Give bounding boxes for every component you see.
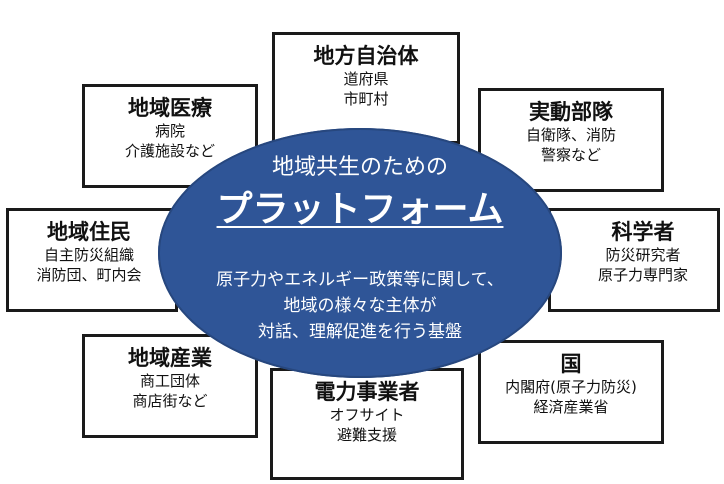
box-line: 消防団、町内会	[36, 266, 142, 284]
platform-ellipse	[158, 128, 562, 378]
stakeholder-box-responders: 実動部隊 自衛隊、消防 警察など	[478, 88, 664, 192]
box-title: 地域住民	[47, 220, 131, 244]
box-title: 国	[560, 352, 582, 376]
box-title: 科学者	[611, 220, 675, 244]
box-line: 経済産業省	[533, 398, 609, 416]
box-line: 病院	[154, 122, 185, 140]
box-line: オフサイト	[329, 406, 405, 424]
stakeholder-box-local-government: 地方自治体 道府県 市町村	[272, 32, 460, 144]
box-line: 自衛隊、消防	[525, 126, 616, 144]
box-line: 防災研究者	[605, 246, 681, 264]
box-title: 電力事業者	[314, 380, 420, 404]
stakeholder-box-regional-industry: 地域産業 商工団体 商店街など	[82, 334, 258, 438]
box-line: 市町村	[343, 90, 389, 108]
platform-description-line: 原子力やエネルギー政策等に関して、	[216, 270, 504, 290]
box-line: 原子力専門家	[597, 266, 688, 284]
box-line: 自主防災組織	[43, 246, 134, 264]
box-line: 道府県	[343, 70, 389, 88]
stakeholder-box-national-government: 国 内閣府(原子力防災) 経済産業省	[478, 340, 664, 444]
box-line: 商店街など	[132, 392, 208, 410]
platform-title: プラットフォーム	[216, 189, 504, 230]
box-line: 避難支援	[336, 426, 397, 444]
box-title: 地域産業	[128, 346, 212, 370]
box-title: 地方自治体	[313, 44, 419, 68]
box-title: 実動部隊	[529, 100, 613, 124]
platform-description-line: 地域の様々な主体が	[283, 296, 437, 316]
box-line: 介護施設など	[124, 142, 215, 160]
box-line: 内閣府(原子力防災)	[505, 378, 637, 396]
stakeholder-box-power-utility: 電力事業者 オフサイト 避難支援	[270, 368, 464, 480]
box-line: 警察など	[540, 146, 601, 164]
stakeholder-box-scientists: 科学者 防災研究者 原子力専門家	[548, 208, 720, 312]
platform-description-line: 対話、理解促進を行う基盤	[258, 322, 462, 342]
stakeholder-box-residents: 地域住民 自主防災組織 消防団、町内会	[6, 208, 178, 312]
platform-heading: 地域共生のための	[271, 155, 448, 180]
box-title: 地域医療	[128, 96, 212, 120]
box-line: 商工団体	[139, 372, 200, 390]
